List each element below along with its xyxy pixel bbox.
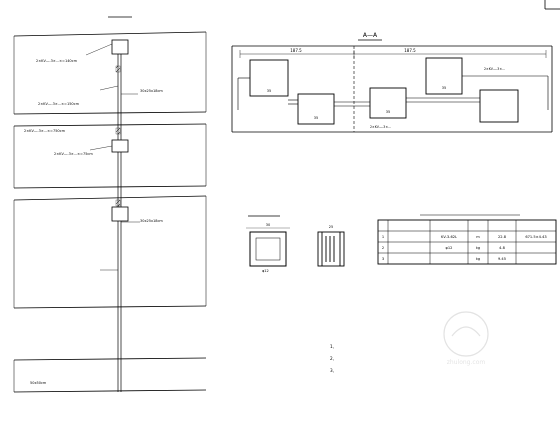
detail-rebar <box>317 231 345 267</box>
section-frame <box>231 45 553 133</box>
table-cell: 22.8 <box>498 235 507 239</box>
table-cell: 2 <box>382 246 384 250</box>
table-cell: kg <box>476 257 480 261</box>
watermark-text: zhulong.com <box>447 359 486 366</box>
elevation-label: 50x50cm <box>30 381 47 385</box>
elevation-label: 30x25x18cm <box>140 219 163 223</box>
section-view: A—A 187.5 187.5 <box>231 32 553 133</box>
section-box-label: 35 <box>386 110 390 114</box>
section-box-label: 35 <box>314 116 318 120</box>
elevation-label-group: 2×KV—-3×...×=140cm 30x25x18cm 2×KV—-3×..… <box>24 59 163 385</box>
dimension-text: 187.5 <box>290 48 302 53</box>
section-box-3 <box>369 87 407 119</box>
detail-dim: φ12 <box>262 269 269 273</box>
quantity-table: 1 KV-3-62L m 22.8 671.5×4.43 2 φ12 kg 4.… <box>377 214 557 265</box>
elevation-panel-1 <box>13 31 207 115</box>
elevation-label: 2×KV—-3×...×=150cm <box>38 102 80 106</box>
section-pipes <box>237 75 549 110</box>
watermark-logo: zhulong.com <box>443 311 489 366</box>
section-title: A—A <box>363 32 378 39</box>
table-cell: 3 <box>382 257 384 261</box>
dimension-text: 187.5 <box>404 48 416 53</box>
section-box-2 <box>297 93 335 125</box>
table-cell: KV-3-62L <box>441 235 457 239</box>
note-item: 1、 <box>330 344 337 349</box>
table-cell: φ12 <box>446 246 453 250</box>
detail-dim: 25 <box>329 225 333 229</box>
detail-dim: 30 <box>266 223 270 227</box>
section-box-label: 35 <box>442 86 446 90</box>
dimension-line <box>239 50 547 58</box>
note-item: 3、 <box>330 368 337 373</box>
detail-plan <box>246 227 290 267</box>
section-box-1 <box>249 59 289 97</box>
elevation-panel-2 <box>13 123 207 189</box>
table-grid <box>377 219 557 265</box>
section-callout: 2×KV—-3×... <box>370 125 391 129</box>
ground-band <box>13 357 207 393</box>
section-box-5 <box>479 89 519 123</box>
junction-box-3 <box>111 206 129 222</box>
junction-box-2 <box>111 139 129 153</box>
hatch-mark <box>115 65 121 73</box>
table-cell: kg <box>476 246 480 250</box>
notes-block: 1、 2、 3、 <box>330 344 337 373</box>
section-box-label-group: 35 35 35 35 <box>267 86 446 120</box>
table-cell: m <box>476 235 480 239</box>
section-box-label: 35 <box>267 89 271 93</box>
elevation-panel-3 <box>13 195 207 309</box>
elevation-label: 30x25x18cm <box>140 89 163 93</box>
elevation-leaders <box>85 43 140 271</box>
elevation-label: 2×KV—-3×...×=750cm <box>24 129 66 133</box>
section-callout: 2×KV—-3×... <box>484 67 505 71</box>
hatch-mark <box>115 127 121 135</box>
sheet-corner-mark <box>544 0 560 10</box>
table-text-group: 1 KV-3-62L m 22.8 671.5×4.43 2 φ12 kg 4.… <box>382 235 547 261</box>
table-cell: 4.8 <box>499 246 505 250</box>
table-cell: 1 <box>382 235 384 239</box>
note-item: 2、 <box>330 356 337 361</box>
section-callout-group: 2×KV—-3×... 2×KV—-3×... <box>370 67 505 129</box>
section-boxes <box>249 57 519 125</box>
table-cell: 9.45 <box>498 257 506 261</box>
elevation-view: 2×KV—-3×...×=140cm 30x25x18cm 2×KV—-3×..… <box>13 16 207 393</box>
hatch-mark <box>115 199 121 207</box>
junction-box-1 <box>111 39 129 55</box>
section-box-4 <box>425 57 463 95</box>
table-cell: 671.5×4.43 <box>525 235 546 239</box>
elevation-label: 2×KV—-3×...×=140cm <box>36 59 78 63</box>
elevation-label: 2×KV—-3×...×=75cm <box>54 152 93 156</box>
detail-view: 30 φ12 25 <box>246 215 345 273</box>
vertical-conduit <box>117 52 122 392</box>
